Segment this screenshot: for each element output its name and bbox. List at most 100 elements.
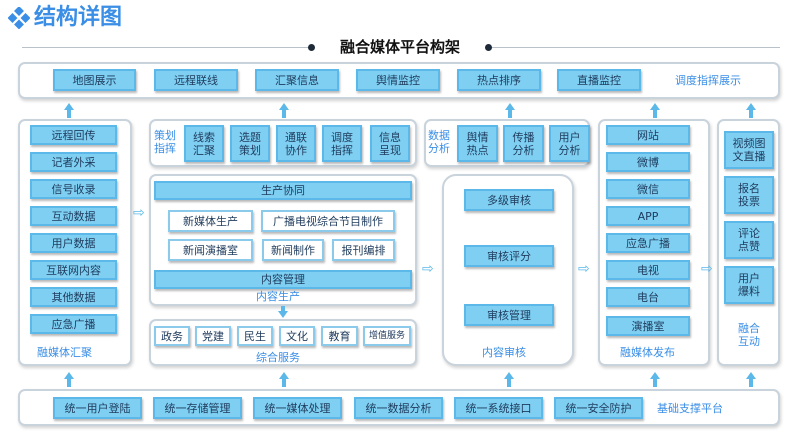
- planning-item[interactable]: 信息 呈现: [370, 125, 410, 162]
- base-item[interactable]: 统一存储管理: [153, 397, 242, 419]
- subtitle-dot-right: [485, 44, 492, 51]
- aggregation-item[interactable]: 用户数据: [30, 233, 117, 253]
- production-item[interactable]: 新闻制作: [262, 239, 324, 261]
- subtitle-dot-left: [308, 44, 315, 51]
- review-item[interactable]: 审核管理: [464, 304, 554, 326]
- page-title: 结构详图: [34, 5, 123, 30]
- top-item-aggregate[interactable]: 汇聚信息: [255, 69, 339, 91]
- services-item[interactable]: 增值服务: [363, 326, 411, 346]
- arrow-up-icon: [504, 372, 514, 379]
- arrow-shaft: [653, 379, 657, 387]
- arrow-shaft: [749, 110, 753, 118]
- publish-item[interactable]: 演播室: [606, 316, 690, 336]
- publish-item[interactable]: 电视: [606, 260, 690, 280]
- planning-label: 策划 指挥: [154, 129, 176, 155]
- services-item[interactable]: 文化: [279, 326, 315, 346]
- arrow-right-icon: ⇨: [578, 261, 590, 277]
- diagram-title: 融合媒体平台构架: [339, 38, 460, 56]
- production-label: 内容生产: [256, 290, 300, 303]
- top-panel: [18, 62, 780, 99]
- top-item-live[interactable]: 直播监控: [557, 69, 641, 91]
- base-item[interactable]: 统一用户登陆: [53, 397, 142, 419]
- aggregation-item[interactable]: 其他数据: [30, 287, 117, 307]
- arrow-up-icon: [64, 103, 74, 110]
- publish-item[interactable]: 电台: [606, 287, 690, 307]
- top-item-map[interactable]: 地图展示: [53, 69, 136, 91]
- analysis-label: 数据 分析: [428, 129, 450, 155]
- services-item[interactable]: 政务: [154, 326, 190, 346]
- aggregation-item[interactable]: 远程回传: [30, 125, 117, 145]
- arrow-shaft: [507, 379, 511, 387]
- arrow-up-icon: [650, 103, 660, 110]
- base-item[interactable]: 统一数据分析: [354, 397, 443, 419]
- arrow-up-icon: [505, 103, 515, 110]
- services-label: 综合服务: [256, 351, 300, 364]
- arrow-right-icon: ⇨: [133, 205, 145, 221]
- aggregation-item[interactable]: 记者外采: [30, 152, 117, 172]
- arrow-right-icon: ⇨: [701, 261, 713, 277]
- arrow-shaft: [749, 379, 753, 387]
- production-item[interactable]: 新闻演播室: [168, 239, 253, 261]
- production-item[interactable]: 广播电视综合节目制作: [261, 210, 395, 232]
- arrow-up-icon: [746, 103, 756, 110]
- top-item-remote[interactable]: 远程联线: [154, 69, 238, 91]
- analysis-item[interactable]: 舆情 热点: [457, 125, 498, 162]
- arrow-shaft: [508, 110, 512, 118]
- production-item[interactable]: 新媒体生产: [168, 210, 253, 232]
- planning-item[interactable]: 调度 指挥: [322, 125, 362, 162]
- arrow-shaft: [67, 379, 71, 387]
- review-item[interactable]: 多级审核: [464, 189, 554, 211]
- aggregation-item[interactable]: 信号收录: [30, 179, 117, 199]
- services-item[interactable]: 党建: [195, 326, 231, 346]
- arrow-up-icon: [650, 372, 660, 379]
- review-item[interactable]: 审核评分: [464, 245, 554, 267]
- services-item[interactable]: 民生: [237, 326, 273, 346]
- analysis-item[interactable]: 用户 分析: [549, 125, 590, 162]
- planning-item[interactable]: 选题 策划: [230, 125, 270, 162]
- planning-item[interactable]: 线索 汇聚: [184, 125, 224, 162]
- publish-item[interactable]: 应急广播: [606, 233, 690, 253]
- services-item[interactable]: 教育: [321, 326, 358, 346]
- top-item-hot[interactable]: 热点排序: [457, 69, 541, 91]
- arrow-up-icon: [279, 372, 289, 379]
- interaction-item[interactable]: 视频图 文直播: [724, 131, 774, 169]
- aggregation-label: 融媒体汇聚: [37, 346, 92, 359]
- production-item[interactable]: 报刊编排: [332, 239, 395, 261]
- header-icon: [7, 6, 31, 30]
- publish-item[interactable]: 网站: [606, 125, 690, 145]
- diamond-cluster-icon: [7, 6, 31, 30]
- publish-item[interactable]: 微信: [606, 179, 690, 199]
- arrow-shaft: [653, 110, 657, 118]
- base-item[interactable]: 统一系统接口: [454, 397, 543, 419]
- arrow-shaft: [282, 379, 286, 387]
- base-panel-label: 基础支撑平台: [657, 402, 723, 415]
- review-label: 内容审核: [482, 346, 526, 359]
- arrow-up-icon: [279, 103, 289, 110]
- arrow-up-icon: [64, 372, 74, 379]
- subtitle-line-left: [22, 47, 312, 48]
- interaction-item[interactable]: 评论 点赞: [724, 221, 774, 259]
- base-item[interactable]: 统一媒体处理: [253, 397, 342, 419]
- interaction-item[interactable]: 用户 爆料: [724, 266, 774, 304]
- arrow-right-icon: ⇨: [422, 261, 434, 277]
- interaction-item[interactable]: 报名 投票: [724, 176, 774, 214]
- publish-item[interactable]: APP: [606, 206, 690, 226]
- top-panel-label: 调度指挥展示: [675, 74, 741, 87]
- arrow-shaft: [282, 110, 286, 118]
- top-item-opinion[interactable]: 舆情监控: [356, 69, 440, 91]
- aggregation-item[interactable]: 互联网内容: [30, 260, 117, 280]
- analysis-item[interactable]: 传播 分析: [503, 125, 544, 162]
- production-collab[interactable]: 生产协同: [154, 181, 412, 200]
- publish-label: 融媒体发布: [620, 346, 675, 359]
- subtitle-line-right: [488, 47, 780, 48]
- arrow-shaft: [67, 110, 71, 118]
- interaction-label: 融合 互动: [738, 322, 760, 348]
- publish-item[interactable]: 微博: [606, 152, 690, 172]
- aggregation-item[interactable]: 互动数据: [30, 206, 117, 226]
- arrow-up-icon: [746, 372, 756, 379]
- planning-item[interactable]: 通联 协作: [276, 125, 316, 162]
- production-mgmt[interactable]: 内容管理: [154, 270, 412, 289]
- base-item[interactable]: 统一安全防护: [554, 397, 643, 419]
- aggregation-item[interactable]: 应急广播: [30, 314, 117, 334]
- arrow-down-icon: [278, 311, 288, 318]
